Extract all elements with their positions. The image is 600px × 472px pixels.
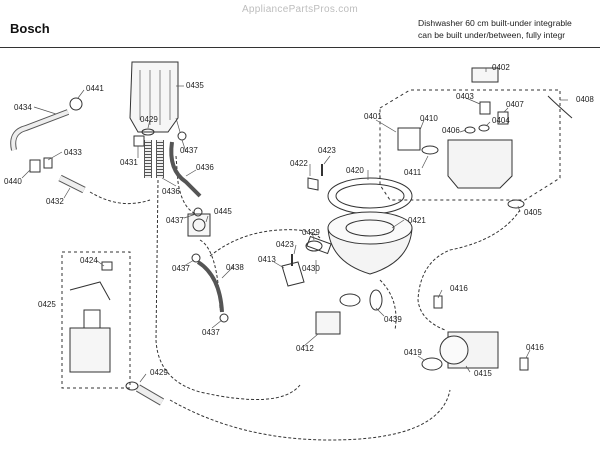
group-outline-0425 [61,251,131,389]
hose-0438-b [196,260,224,313]
holder-0430 [306,235,332,255]
label-0420: 0420 [346,166,364,175]
valve-0445 [187,213,211,237]
label-0433: 0433 [64,148,82,157]
clip-0433 [43,157,53,169]
label-0422: 0422 [290,159,308,168]
clip-0416-b [519,357,529,371]
clamp-0405 [507,199,525,209]
label-0436-a: 0436 [196,163,214,172]
label-0402: 0402 [492,63,510,72]
label-0441: 0441 [86,84,104,93]
header-divider [0,47,600,48]
cover-0402 [471,67,499,83]
seal-0429-a [141,128,155,136]
brand-name: Bosch [10,21,50,36]
label-0413: 0413 [258,255,276,264]
label-0423-a: 0423 [318,146,336,155]
clamp-0437-c [191,253,201,263]
hose-route-4 [209,229,321,257]
part-0424 [101,261,113,271]
clamp-0437-d [219,313,229,323]
label-0415: 0415 [474,369,492,378]
bracket-0422 [307,177,319,191]
dispenser-0425 [69,327,111,373]
part-0403 [479,101,491,115]
label-0437-a: 0437 [180,146,198,155]
label-0407: 0407 [506,100,524,109]
clip-0431 [133,135,145,147]
label-0430: 0430 [302,264,320,273]
label-0412: 0412 [296,344,314,353]
hose-route-6 [199,239,221,311]
label-0419: 0419 [404,348,422,357]
seal-0411 [421,145,439,155]
seal-0439 [339,293,361,307]
clip-0416-a [433,295,443,309]
label-0406: 0406 [442,126,460,135]
lever-0425 [69,281,111,301]
label-0425: 0425 [38,300,56,309]
model-line-1: Dishwasher 60 cm built-under integrable [418,18,572,28]
label-0436-b: 0436 [162,187,180,196]
valve-body-0401 [447,139,513,189]
sensor-0410 [397,127,421,151]
bracket-0413 [281,261,305,287]
model-line-2: can be built under/between, fully integr [418,30,566,40]
label-0416-a: 0416 [450,284,468,293]
label-0408: 0408 [576,95,594,104]
label-0429-a: 0429 [140,115,158,124]
clip-0440 [29,159,41,173]
group-outline-0401 [379,89,561,201]
label-0437-c: 0437 [172,264,190,273]
seal-0429-b [305,240,323,252]
label-0429-b: 0429 [302,228,320,237]
filter-0420 [327,177,413,215]
seal-0404 [478,124,490,132]
air-break-0435 [129,61,179,133]
seal-0419 [421,357,443,371]
label-0401: 0401 [364,112,382,121]
part-0407 [497,111,509,125]
label-0410: 0410 [420,114,438,123]
label-0421: 0421 [408,216,426,225]
label-0434: 0434 [14,103,32,112]
label-0403: 0403 [456,92,474,101]
label-0445: 0445 [214,207,232,216]
label-0431: 0431 [120,158,138,167]
label-0424: 0424 [80,256,98,265]
hose-route-5 [417,209,521,331]
label-0416-b: 0416 [526,343,544,352]
wire-0408 [547,95,573,119]
hose-route-8 [175,155,197,215]
hose-clamp-0441 [69,97,83,111]
label-0404: 0404 [492,116,510,125]
label-0405: 0405 [524,208,542,217]
hose-0438-a [169,141,202,198]
seal-0406 [464,126,476,134]
label-0437-b: 0437 [166,216,184,225]
seal-0429-c [125,381,139,391]
label-0438: 0438 [226,263,244,272]
label-0437-d: 0437 [202,328,220,337]
label-0432: 0432 [46,197,64,206]
label-0439: 0439 [384,315,402,324]
hose-route-7 [379,279,397,331]
label-0411: 0411 [404,168,422,177]
label-0440: 0440 [4,177,22,186]
hose-route-3 [169,389,451,441]
label-0429-c: 0429 [150,368,168,377]
hose-route-2 [155,179,301,400]
sensor-0412 [315,311,341,335]
hose-route-1 [89,191,151,205]
label-0435: 0435 [186,81,204,90]
clamp-0437-a [177,131,187,141]
model-description: Dishwasher 60 cm built-under integrable … [418,17,572,41]
watermark: AppliancePartsPros.com [241,4,359,15]
label-0423-b: 0423 [276,240,294,249]
clamp-0437-b [193,207,203,217]
